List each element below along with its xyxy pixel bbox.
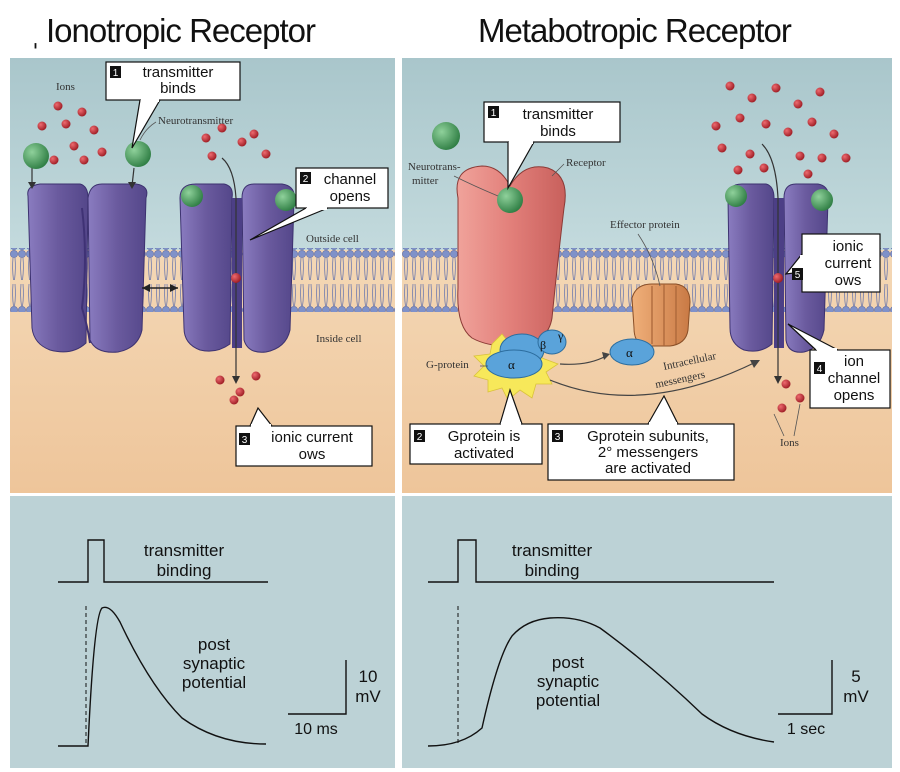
svg-text:1: 1 [113, 68, 119, 79]
metabotropic-diagram: α β γ α Intracellular messengers Neurotr… [402, 58, 892, 493]
svg-text:α: α [508, 357, 515, 372]
svg-text:synaptic: synaptic [537, 672, 600, 691]
ionotropic-psp-graph: transmitter binding post synaptic potent… [10, 496, 395, 768]
svg-text:binds: binds [160, 80, 196, 97]
gprotein-gamma [537, 329, 567, 355]
svg-text:binding: binding [525, 561, 580, 580]
svg-text:mitter: mitter [412, 175, 439, 187]
svg-text:binding: binding [157, 561, 212, 580]
svg-text:current: current [825, 255, 873, 272]
svg-text:Receptor: Receptor [566, 157, 606, 169]
gprotein-alpha [485, 349, 543, 379]
effector-protein [631, 283, 691, 347]
svg-text:Gprotein subunits,: Gprotein subunits, [587, 428, 709, 445]
svg-text:channel: channel [828, 370, 881, 387]
svg-text:1: 1 [491, 108, 497, 119]
svg-text:mV: mV [355, 687, 381, 706]
svg-text:ows: ows [835, 272, 862, 289]
scale-bar [288, 660, 347, 715]
bound-transmitter [181, 185, 203, 207]
svg-text:Effector protein: Effector protein [610, 219, 680, 231]
svg-text:5: 5 [795, 270, 801, 281]
transmitter-pulse [58, 539, 268, 583]
svg-text:binds: binds [540, 123, 576, 140]
neurotransmitter [23, 143, 49, 169]
svg-text:potential: potential [536, 691, 600, 710]
ion-cluster-inside [777, 379, 805, 413]
ion-cluster-inside [215, 371, 261, 405]
svg-text:transmitter: transmitter [144, 541, 225, 560]
ion-cluster-outside [711, 81, 851, 179]
svg-text:ionic: ionic [833, 238, 864, 255]
title-metabotropic: Metabotropic Receptor [478, 12, 792, 49]
ionotropic-diagram: Ions Neurotransmitter Outside cell Insid… [10, 58, 395, 493]
svg-text:5: 5 [851, 667, 860, 686]
svg-text:G-protein: G-protein [426, 359, 469, 371]
svg-text:Gprotein is: Gprotein is [448, 428, 521, 445]
bound-transmitter [497, 187, 523, 213]
title-ionotropic: Ionotropic Receptor [46, 12, 316, 49]
svg-text:ionic current: ionic current [271, 429, 354, 446]
bound-transmitter [725, 185, 747, 207]
svg-text:10 ms: 10 ms [294, 721, 338, 738]
svg-text:potential: potential [182, 673, 246, 692]
svg-text:opens: opens [330, 188, 371, 205]
svg-text:β: β [540, 338, 546, 352]
callout-ion-channel-opens: 4 ion channel opens [787, 323, 891, 409]
gprotein-alpha-moving [609, 338, 655, 366]
svg-text:opens: opens [834, 387, 875, 404]
psp-curve [427, 617, 775, 747]
svg-text:1 sec: 1 sec [787, 721, 825, 738]
neurotransmitter [125, 141, 151, 167]
svg-text:α: α [626, 345, 633, 360]
svg-text:ion: ion [844, 353, 864, 370]
svg-text:γ: γ [557, 329, 564, 343]
receptor-protein [456, 165, 566, 347]
bound-transmitter [275, 189, 297, 211]
callout-ionic-current-flows: 5 ionic current ows [784, 233, 881, 293]
label-ions: Ions [56, 81, 75, 93]
svg-text:2° messengers: 2° messengers [598, 444, 698, 461]
svg-text:mV: mV [843, 687, 869, 706]
svg-text:3: 3 [555, 432, 561, 443]
svg-text:2: 2 [417, 432, 423, 443]
svg-text:Neurotrans-: Neurotrans- [408, 161, 461, 173]
transmitter-pulse [428, 539, 774, 583]
callout-ionic-current: 3 ionic current ows [235, 406, 373, 467]
ion-in-channel [773, 273, 783, 283]
ion-cluster-outside [37, 101, 271, 165]
svg-text:post: post [198, 635, 230, 654]
label-neurotransmitter: Neurotransmitter [158, 115, 233, 127]
title-prefix-mark: ˌ [30, 12, 41, 49]
callout-subunits-activated: 3 Gprotein subunits, 2° messengers are a… [547, 394, 735, 481]
svg-text:Ions: Ions [780, 437, 799, 449]
svg-text:3: 3 [242, 435, 248, 446]
svg-text:2: 2 [303, 174, 309, 185]
metabotropic-psp-graph: transmitter binding post synaptic potent… [402, 496, 892, 768]
svg-text:post: post [552, 653, 584, 672]
svg-text:are activated: are activated [605, 460, 691, 477]
psp-curve [58, 606, 267, 747]
svg-text:ows: ows [299, 446, 326, 463]
bound-transmitter [811, 189, 833, 211]
neurotransmitter [432, 122, 460, 150]
scale-bar [778, 660, 833, 715]
svg-text:10: 10 [359, 667, 378, 686]
svg-text:channel: channel [324, 171, 377, 188]
svg-text:transmitter: transmitter [512, 541, 593, 560]
svg-text:transmitter: transmitter [523, 106, 594, 123]
callout-transmitter-binds: 1 transmitter binds [483, 101, 621, 191]
svg-text:4: 4 [817, 364, 823, 375]
ion-in-channel [231, 273, 241, 283]
svg-text:activated: activated [454, 445, 514, 462]
label-inside-cell: Inside cell [316, 333, 362, 345]
label-outside-cell: Outside cell [306, 233, 359, 245]
callout-transmitter-binds: 1 transmitter binds [105, 61, 241, 149]
svg-text:transmitter: transmitter [143, 64, 214, 81]
svg-text:synaptic: synaptic [183, 654, 246, 673]
callout-gprotein-activated: 2 Gprotein is activated [409, 388, 543, 465]
callout-channel-opens: 2 channel opens [249, 167, 389, 241]
